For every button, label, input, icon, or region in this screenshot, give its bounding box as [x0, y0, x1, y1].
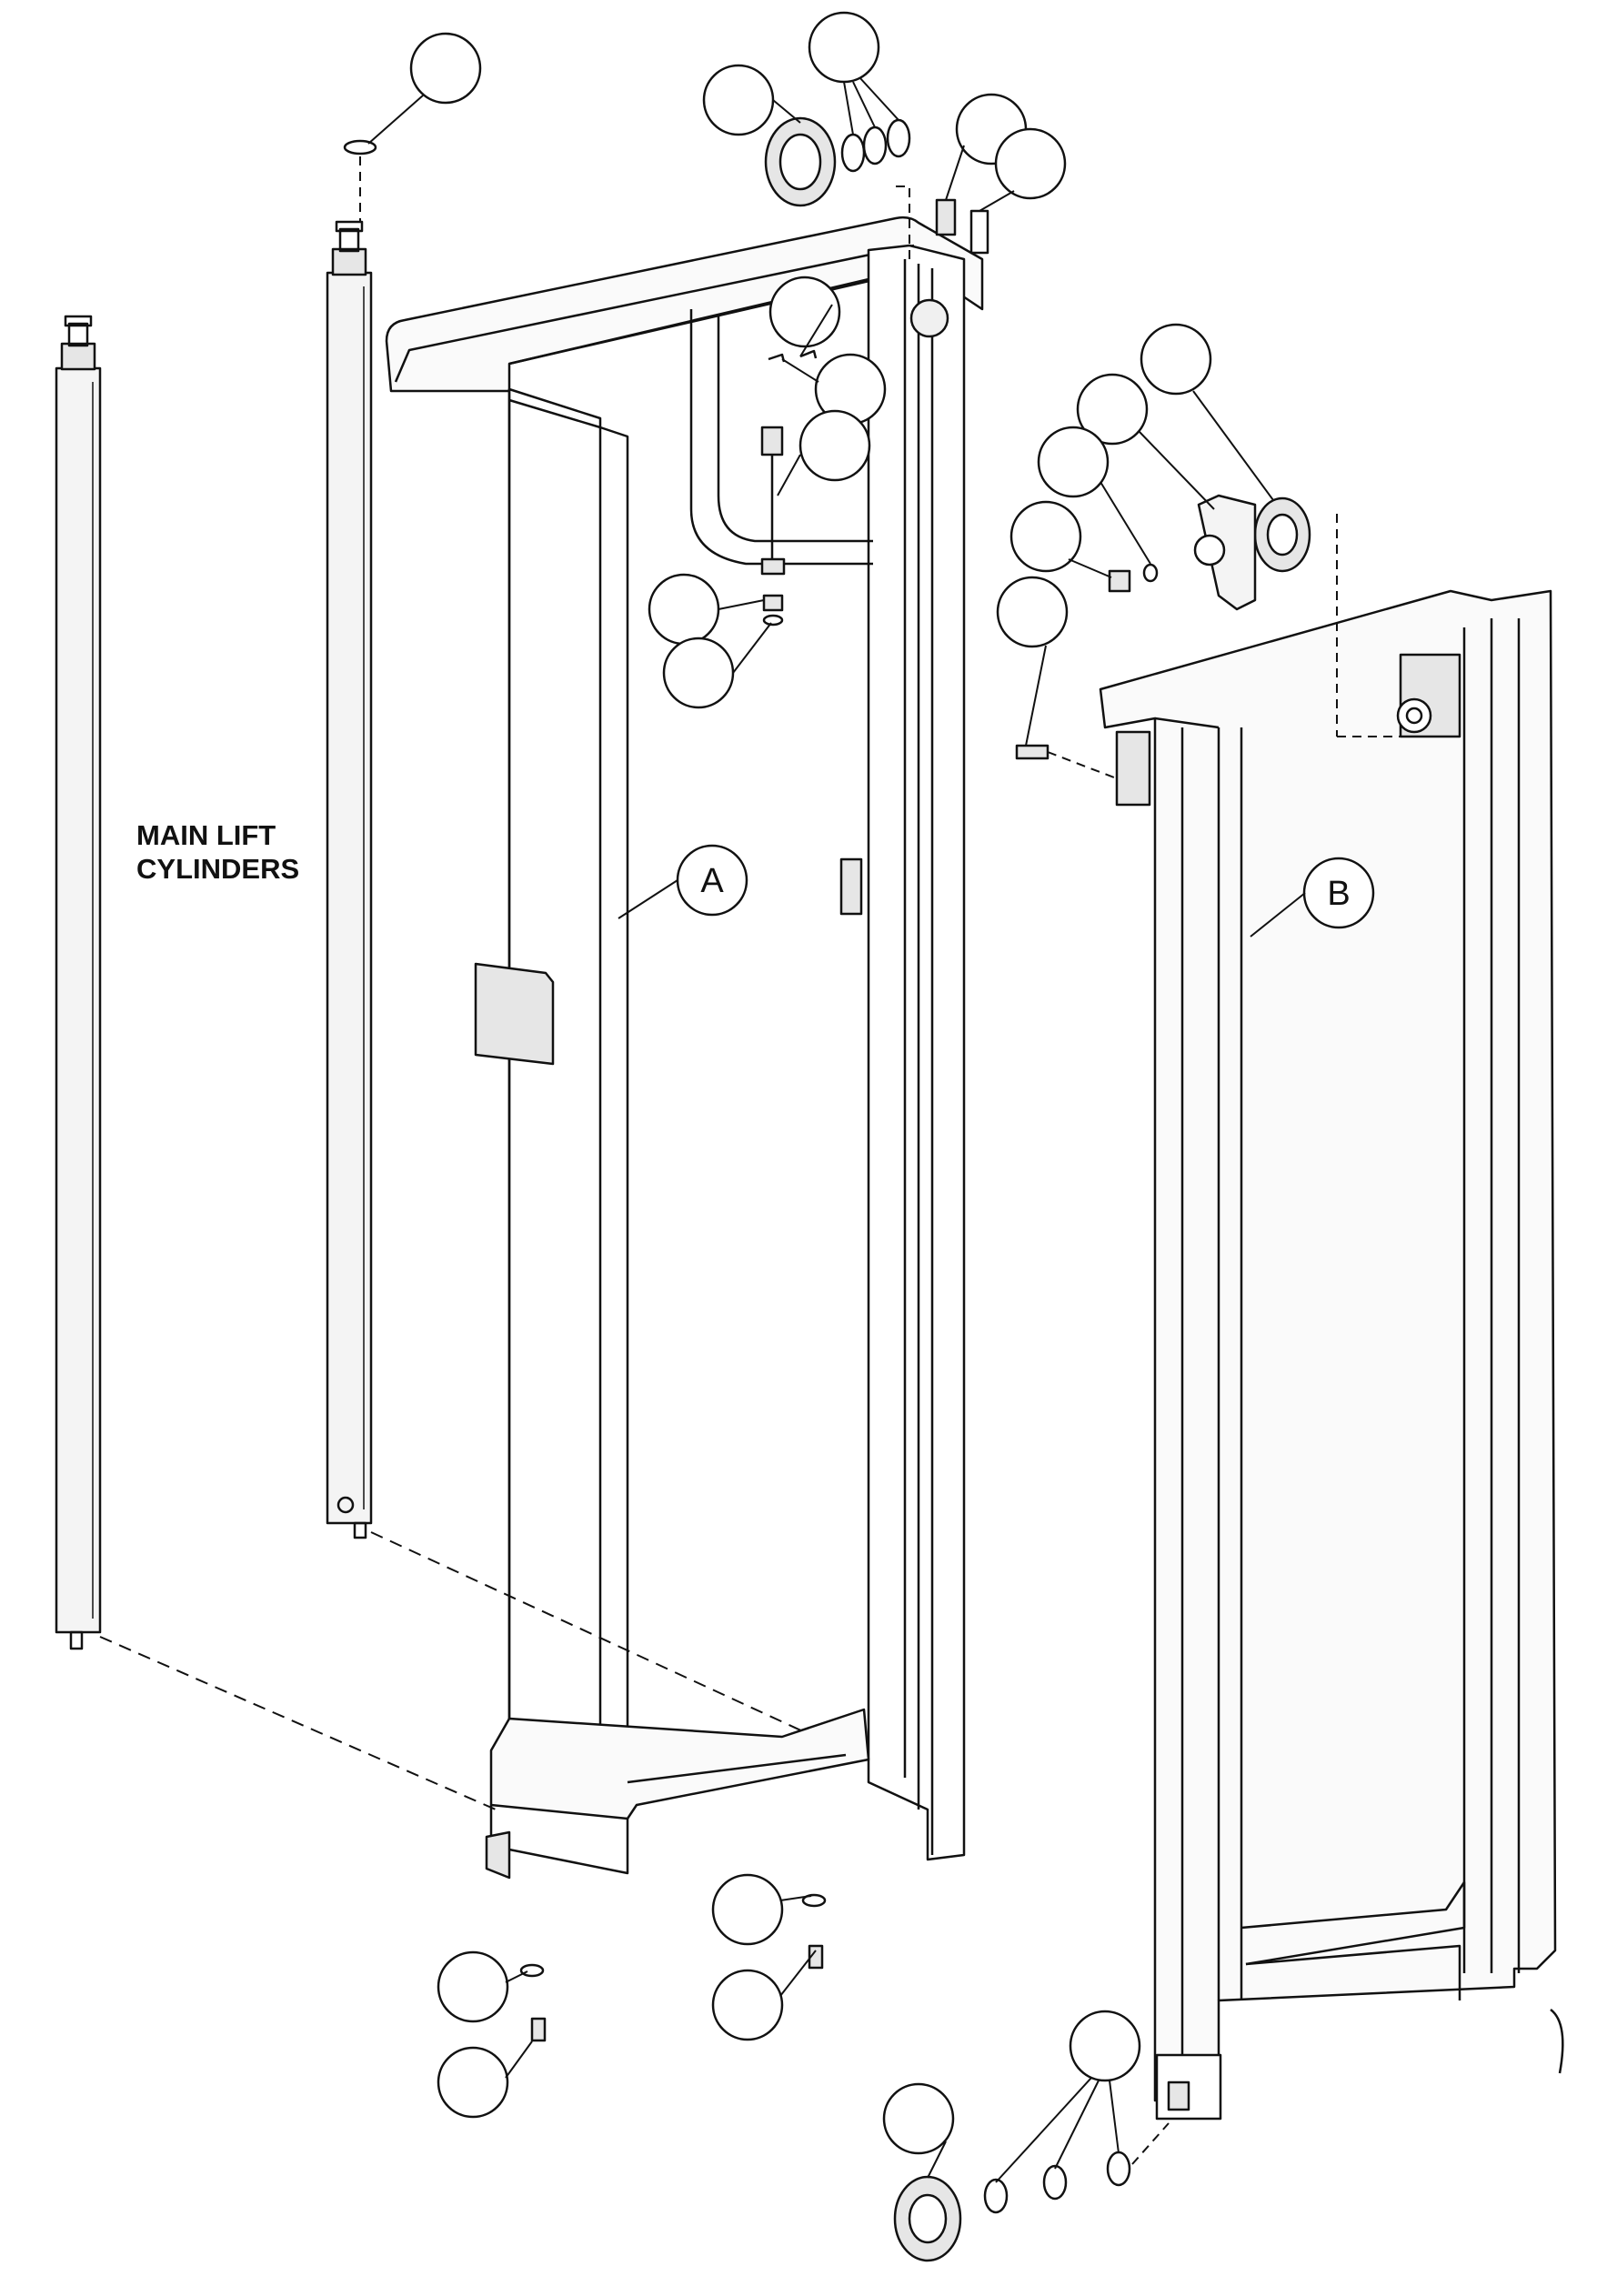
callout-leaders — [367, 76, 1306, 2183]
wear-plate-small — [896, 185, 989, 264]
callout-a-letter: A — [700, 862, 724, 900]
chain-anchor-bolt — [760, 426, 786, 627]
main-lift-line1: MAIN LIFT — [136, 819, 276, 851]
main-lift-line2: CYLINDERS — [136, 853, 300, 885]
callout-bubbles — [409, 11, 1375, 2155]
mast-b — [1099, 589, 1564, 2121]
retaining-ring — [343, 139, 377, 155]
lower-fasteners — [519, 1893, 827, 2042]
main-lift-cylinders-label: MAIN LIFT CYLINDERS — [136, 818, 299, 886]
main-lift-cylinder-left — [55, 315, 102, 1650]
upper-roller-assembly — [764, 116, 911, 207]
lower-roller-assembly — [893, 2122, 1170, 2262]
sheave-assembly — [1108, 494, 1401, 737]
roller-stud — [909, 298, 949, 338]
fasteners-small — [768, 349, 818, 363]
main-lift-cylinder-right — [326, 220, 373, 1539]
mast-a — [385, 216, 984, 1880]
callout-b-letter: B — [1327, 875, 1350, 913]
alignment-lines — [99, 1531, 806, 1810]
bolt-b-side — [1015, 744, 1115, 778]
